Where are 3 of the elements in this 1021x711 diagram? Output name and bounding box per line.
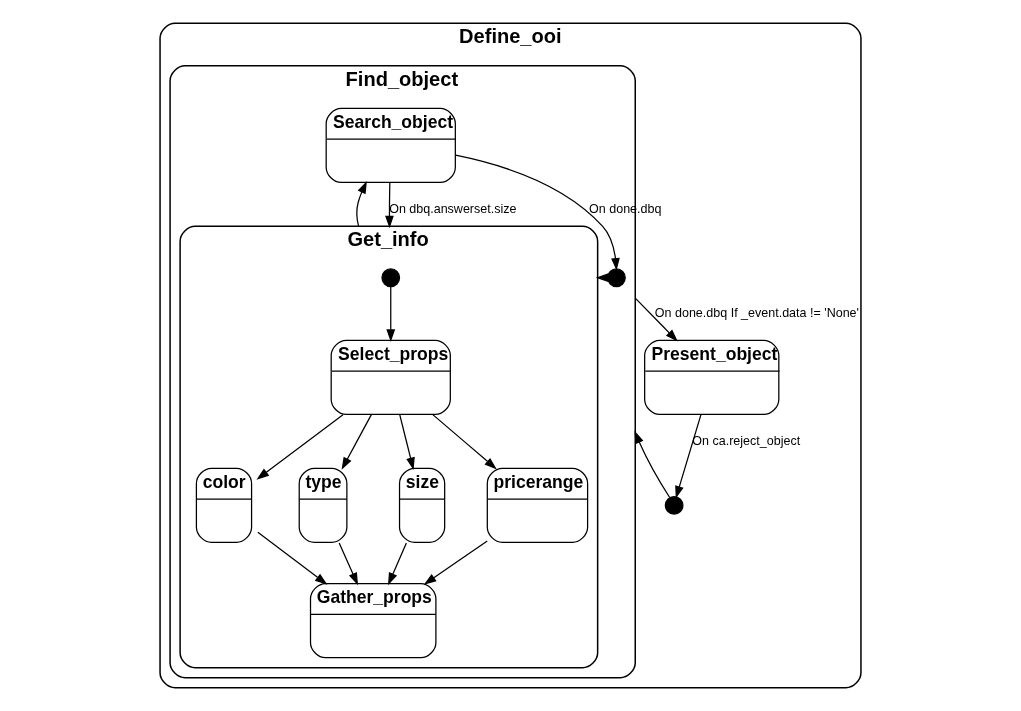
edge-label: On dbq.answerset.size bbox=[389, 201, 517, 216]
edge-label: On ca.reject_object bbox=[692, 433, 801, 448]
edge-label: On done.dbq If _event.data != 'None' bbox=[654, 305, 859, 320]
